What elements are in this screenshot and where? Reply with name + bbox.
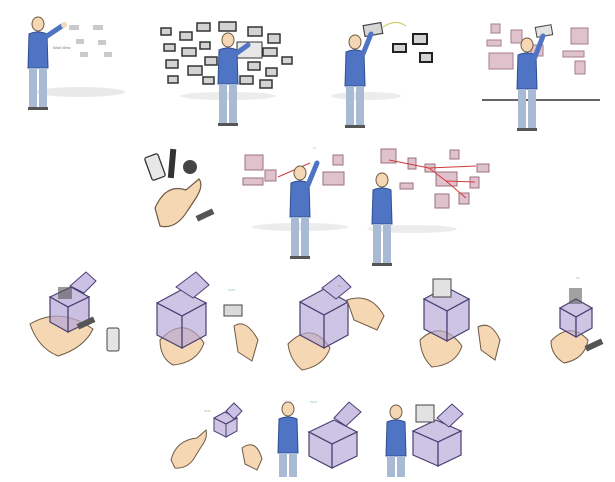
phone-icon	[144, 153, 165, 180]
scene-4-2: ~~	[278, 400, 361, 477]
scene-3-2: ~~	[157, 272, 258, 365]
scene-4-3	[386, 404, 463, 477]
scene-3-5: ~	[551, 276, 603, 363]
scene-1-1: Wall View	[28, 17, 125, 110]
scene-1-4	[482, 24, 600, 131]
svg-text:~: ~	[313, 146, 316, 152]
scene-3-1	[30, 272, 119, 356]
scene-2-1	[144, 149, 214, 227]
wall-caption: Wall View	[53, 45, 70, 50]
svg-text:~~: ~~	[228, 288, 236, 294]
scene-2-2: ~	[243, 146, 348, 259]
scene-1-3	[331, 22, 432, 128]
scene-2-3	[367, 149, 489, 266]
svg-text:~: ~	[576, 276, 580, 282]
scene-3-4	[420, 279, 500, 367]
scene-3-3: ~	[288, 275, 384, 370]
watch-icon	[183, 160, 197, 174]
scene-4-1: ~~	[171, 403, 262, 470]
scene-1-2	[161, 22, 292, 126]
pen-icon	[168, 149, 177, 178]
svg-text:~~: ~~	[310, 400, 318, 406]
hand-icon	[155, 179, 201, 227]
svg-text:~~: ~~	[204, 409, 212, 415]
svg-text:~: ~	[338, 284, 342, 290]
